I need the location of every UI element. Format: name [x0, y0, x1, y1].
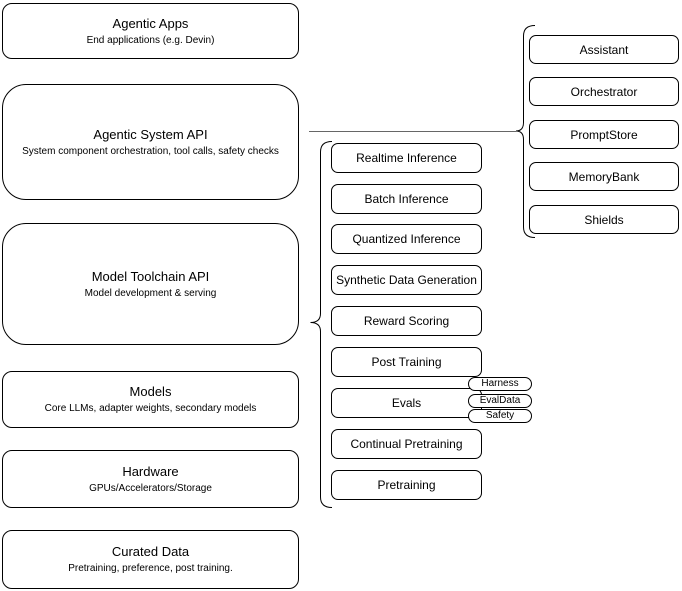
- tag-label: Harness: [481, 378, 519, 389]
- node-hardware: Hardware GPUs/Accelerators/Storage: [2, 450, 299, 508]
- node-pretraining: Pretraining: [331, 470, 482, 500]
- node-models: Models Core LLMs, adapter weights, secon…: [2, 371, 299, 428]
- node-label: Assistant: [579, 42, 629, 57]
- tag-harness: Harness: [468, 377, 532, 391]
- node-continual-pretraining: Continual Pretraining: [331, 429, 482, 459]
- node-label: Reward Scoring: [363, 314, 450, 328]
- node-promptstore: PromptStore: [529, 120, 679, 149]
- node-title: Model Toolchain API: [91, 268, 210, 284]
- node-title: Agentic Apps: [112, 15, 189, 31]
- node-label: PromptStore: [570, 127, 638, 142]
- node-orchestrator: Orchestrator: [529, 77, 679, 106]
- node-agentic-apps: Agentic Apps End applications (e.g. Devi…: [2, 3, 299, 59]
- node-curated-data: Curated Data Pretraining, preference, po…: [2, 530, 299, 589]
- node-agentic-system-api: Agentic System API System component orch…: [2, 84, 299, 200]
- tag-label: EvalData: [479, 395, 521, 406]
- tag-label: Safety: [485, 410, 515, 421]
- node-batch-inference: Batch Inference: [331, 184, 482, 214]
- node-subtitle: Core LLMs, adapter weights, secondary mo…: [44, 403, 257, 414]
- node-label: Quantized Inference: [352, 232, 461, 246]
- node-shields: Shields: [529, 205, 679, 234]
- node-label: Post Training: [371, 355, 442, 369]
- node-evals: Evals: [331, 388, 482, 418]
- node-label: Orchestrator: [570, 84, 638, 99]
- node-post-training: Post Training: [331, 347, 482, 377]
- node-assistant: Assistant: [529, 35, 679, 64]
- node-memorybank: MemoryBank: [529, 162, 679, 191]
- node-subtitle: Model development & serving: [84, 287, 217, 299]
- node-model-toolchain-api: Model Toolchain API Model development & …: [2, 223, 299, 345]
- node-label: Shields: [584, 212, 624, 227]
- node-label: Batch Inference: [364, 192, 449, 206]
- node-label: Pretraining: [377, 478, 436, 492]
- tag-safety: Safety: [468, 409, 532, 423]
- node-label: Realtime Inference: [356, 151, 457, 165]
- node-subtitle: System component orchestration, tool cal…: [22, 145, 279, 157]
- node-synthetic-data-generation: Synthetic Data Generation: [331, 265, 482, 295]
- toolchain-brace: [310, 141, 333, 508]
- node-subtitle: End applications (e.g. Devin): [86, 34, 215, 46]
- node-title: Curated Data: [111, 544, 190, 559]
- node-label: Evals: [391, 396, 422, 410]
- node-subtitle: Pretraining, preference, post training.: [68, 563, 233, 574]
- node-subtitle: GPUs/Accelerators/Storage: [89, 482, 212, 494]
- node-label: MemoryBank: [568, 169, 640, 184]
- node-title: Hardware: [122, 463, 179, 479]
- node-title: Models: [129, 384, 172, 399]
- node-reward-scoring: Reward Scoring: [331, 306, 482, 336]
- node-label: Synthetic Data Generation: [336, 273, 477, 287]
- node-quantized-inference: Quantized Inference: [331, 224, 482, 254]
- tag-evaldata: EvalData: [468, 394, 532, 408]
- node-label: Continual Pretraining: [350, 437, 463, 451]
- node-realtime-inference: Realtime Inference: [331, 143, 482, 173]
- node-title: Agentic System API: [93, 126, 208, 142]
